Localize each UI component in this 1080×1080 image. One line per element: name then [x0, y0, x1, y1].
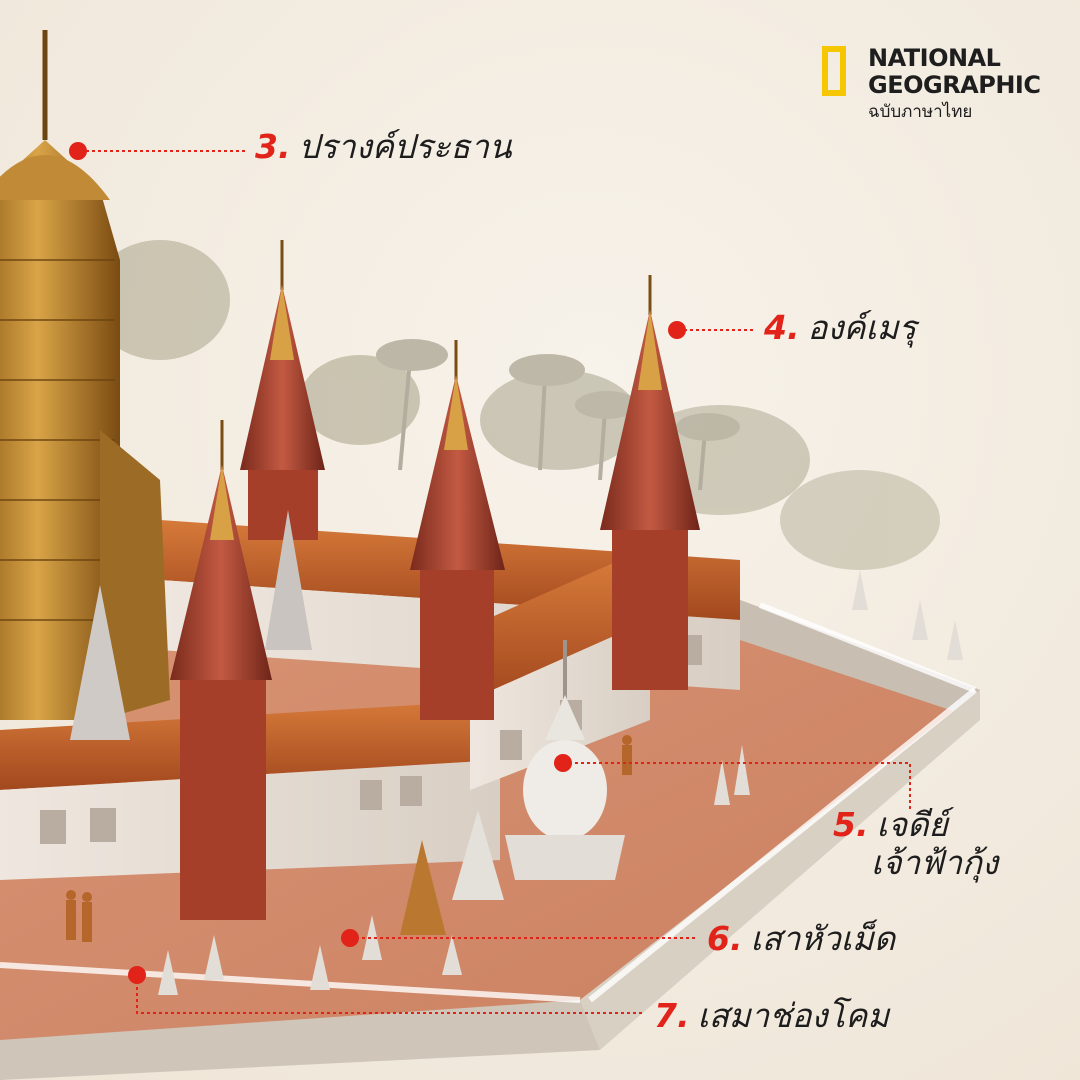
monk-figures	[66, 735, 632, 942]
label-text: ปรางค์ประธาน	[298, 127, 512, 166]
label-text: องค์เมรุ	[807, 308, 917, 347]
label-chedi: 5.เจดีย์ เจ้าฟ้ากุ้ง	[833, 806, 998, 882]
label-number: 6.	[707, 919, 743, 958]
marker-dot-4	[668, 321, 686, 339]
label-number: 7.	[654, 996, 690, 1035]
label-text: เสาหัวเม็ด	[750, 919, 896, 958]
label-sema-chong-khom: 7.เสมาช่องโคม	[654, 997, 889, 1035]
marker-dot-7	[128, 966, 146, 984]
logo-line-2: GEOGRAPHIC	[868, 71, 1041, 99]
callout-markers	[69, 142, 686, 984]
label-number: 5.	[833, 805, 869, 844]
meru-spire	[240, 240, 325, 540]
chao-fa-kung-chedi	[505, 640, 625, 880]
label-main-prang: 3.ปรางค์ประธาน	[255, 128, 512, 166]
meru-spire	[600, 275, 700, 690]
label-text: เสมาช่องโคม	[697, 996, 890, 1035]
marker-dot-3	[69, 142, 87, 160]
logo-edition: ฉบับภาษาไทย	[868, 102, 973, 122]
marker-dot-6	[341, 929, 359, 947]
national-geographic-logo: NATIONAL GEOGRAPHIC ฉบับภาษาไทย	[822, 44, 1042, 134]
label-number: 4.	[764, 308, 800, 347]
meru-spire	[410, 340, 505, 720]
label-ong-meru: 4.องค์เมรุ	[764, 309, 916, 347]
leader-line-5	[563, 762, 911, 810]
logo-line-1: NATIONAL	[868, 44, 1001, 72]
label-text-line-2: เจ้าฟ้ากุ้ง	[871, 842, 999, 882]
callout-leaders	[80, 150, 911, 1014]
white-stupas	[70, 510, 625, 935]
label-text: เจดีย์	[876, 805, 948, 844]
meru-spire	[170, 420, 272, 920]
boundary-posts	[158, 570, 963, 995]
yellow-border-icon	[822, 46, 846, 96]
label-number: 3.	[255, 127, 291, 166]
marker-dot-5	[554, 754, 572, 772]
label-sao-hua-met: 6.เสาหัวเม็ด	[707, 920, 895, 958]
meru-spires	[170, 240, 700, 920]
main-prang	[0, 30, 170, 720]
leader-line-7	[136, 975, 645, 1014]
